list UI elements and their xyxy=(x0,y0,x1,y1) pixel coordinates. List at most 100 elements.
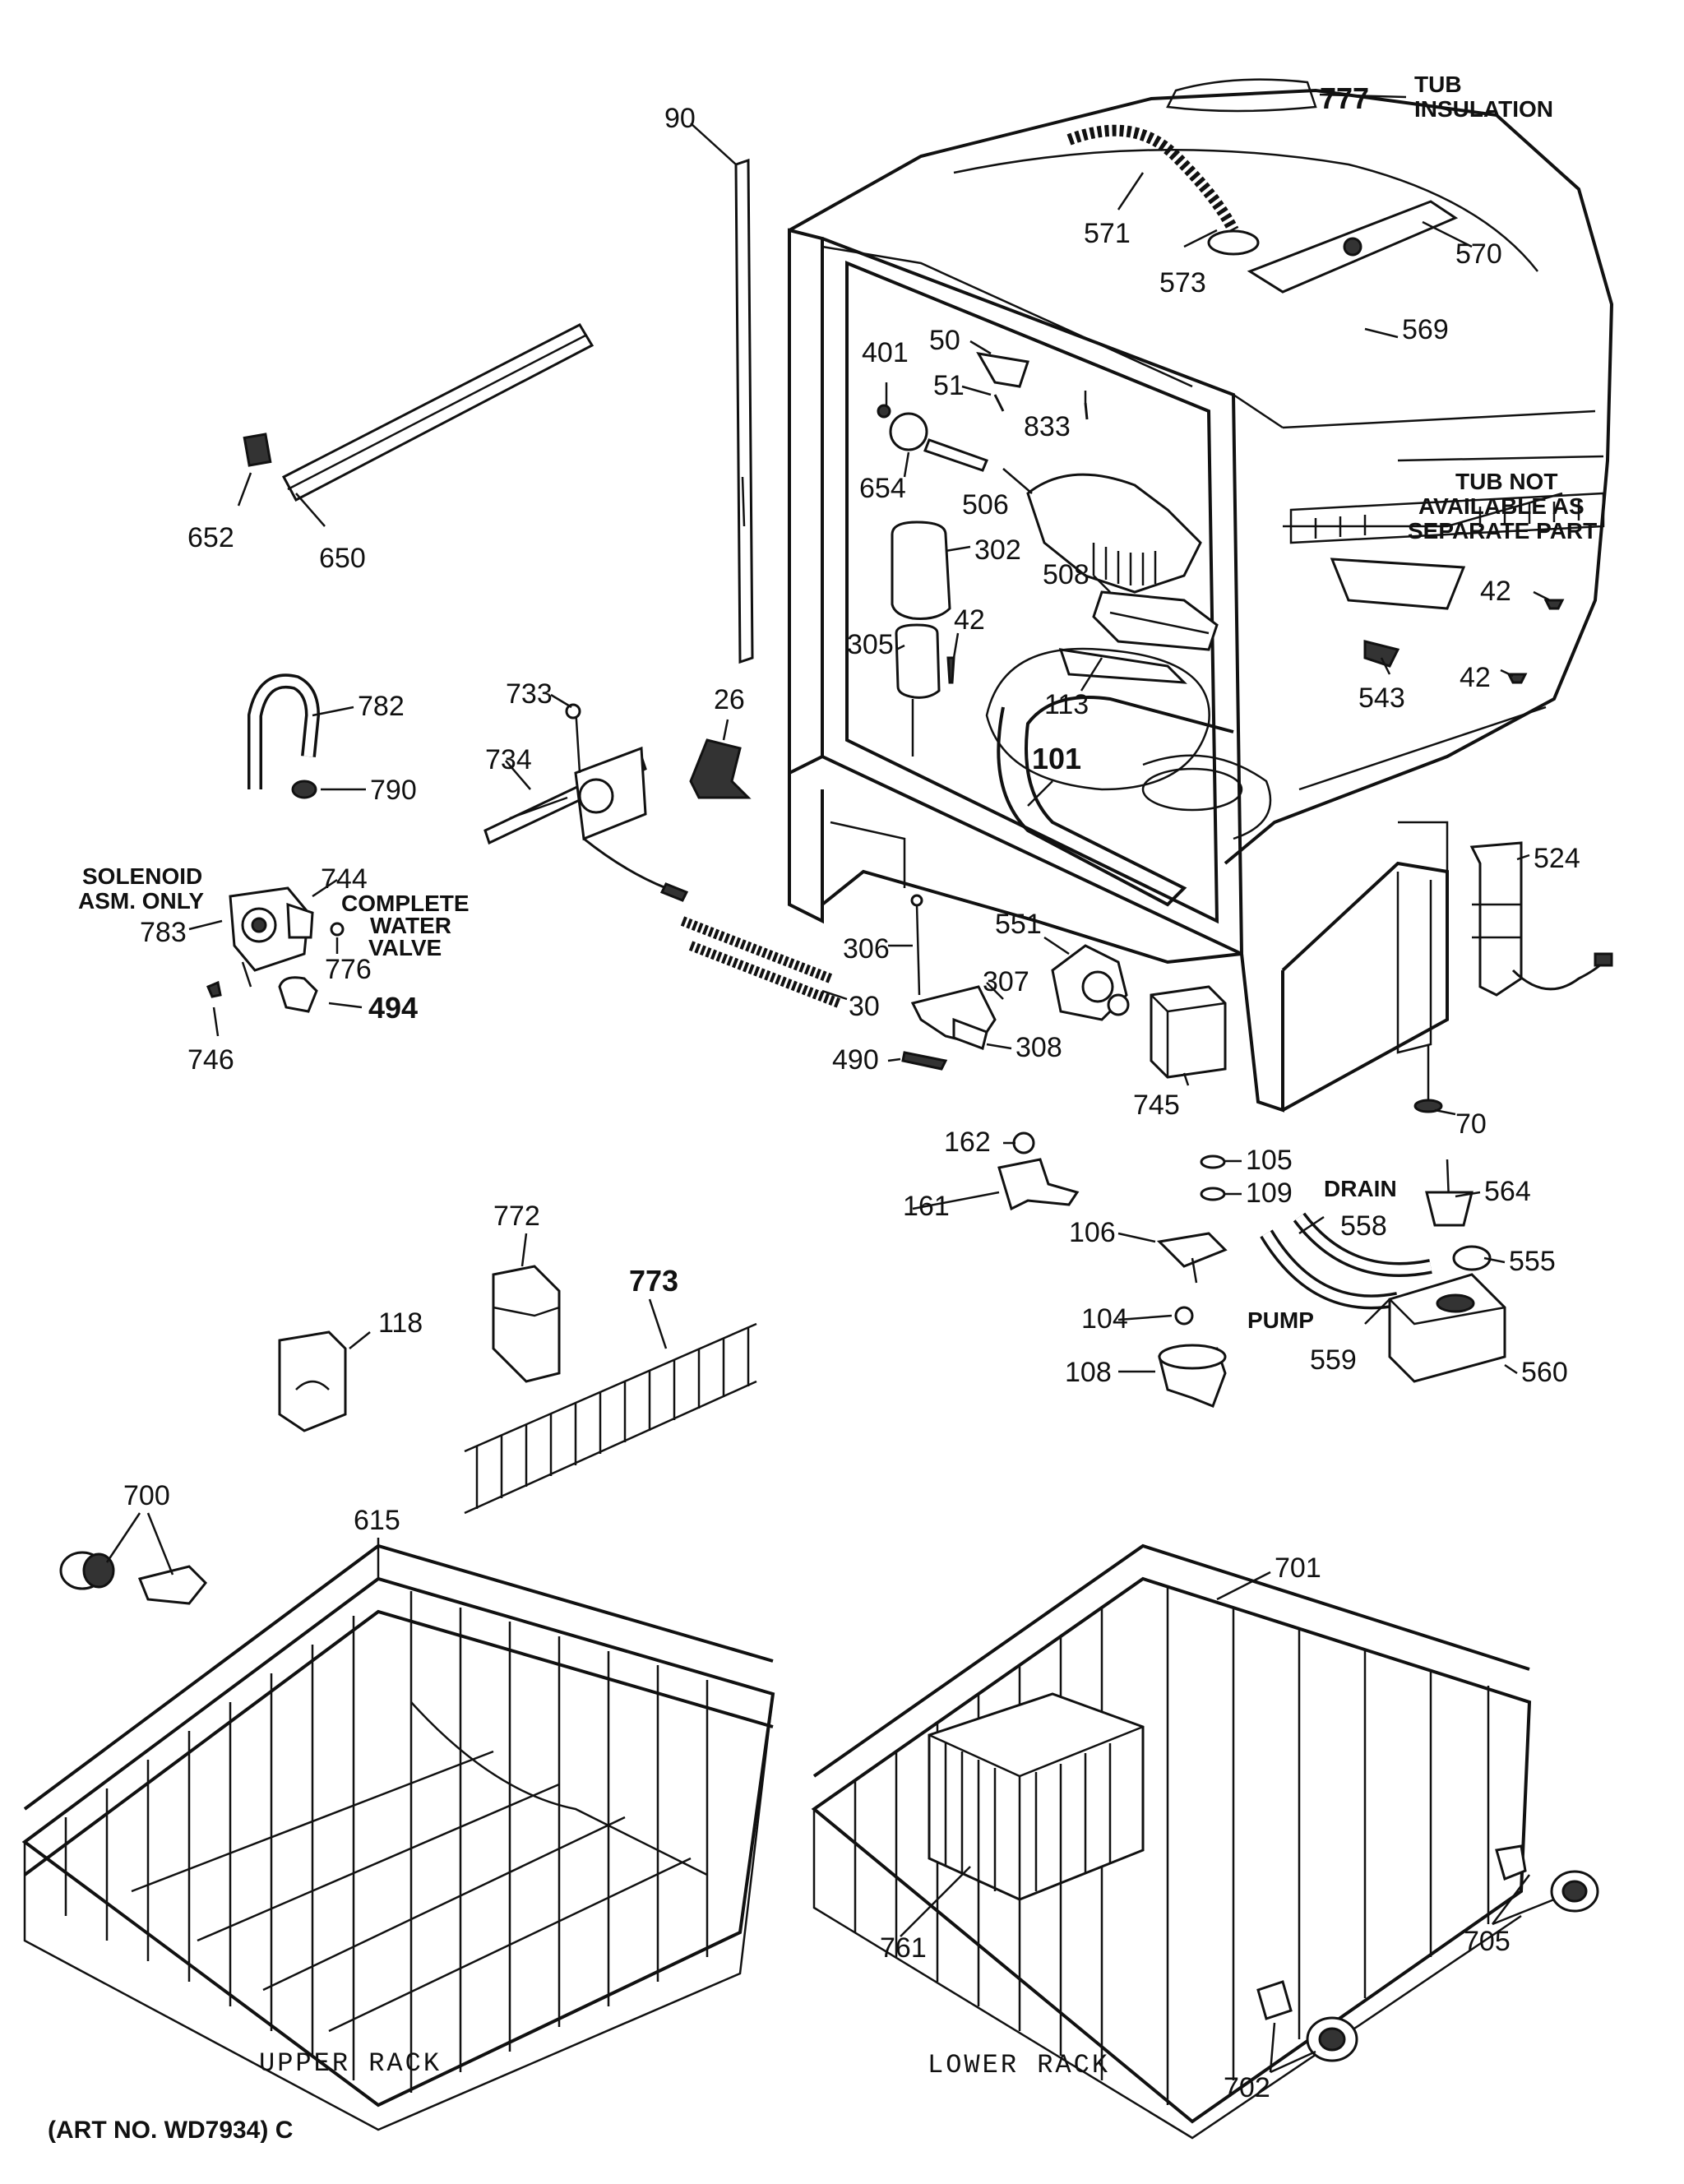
callout-559: 559 xyxy=(1310,1344,1357,1376)
callout-70: 70 xyxy=(1455,1108,1487,1140)
upper-rack-caption: UPPER RACK xyxy=(259,2048,442,2079)
callout-783: 783 xyxy=(140,917,187,948)
callout-773: 773 xyxy=(629,1264,678,1298)
callout-551: 551 xyxy=(995,909,1042,940)
part-161-162 xyxy=(997,1131,1080,1211)
callout-745: 745 xyxy=(1133,1090,1180,1121)
callout-571: 571 xyxy=(1084,218,1131,249)
callout-654: 654 xyxy=(859,473,906,504)
callout-26: 26 xyxy=(714,684,745,715)
callout-101: 101 xyxy=(1032,742,1081,775)
parts-564-555 xyxy=(1425,1159,1492,1271)
washers xyxy=(1200,1154,1226,1201)
dispenser-parts xyxy=(877,352,1202,594)
callout-772: 772 xyxy=(493,1201,540,1232)
callout-50: 50 xyxy=(929,325,960,356)
callout-569: 569 xyxy=(1402,314,1449,345)
valve-551 xyxy=(1051,944,1130,1021)
inlet-hose-782 xyxy=(248,673,321,799)
springs-30 xyxy=(680,916,841,1008)
lower-rack-caption: LOWER RACK xyxy=(928,2050,1110,2080)
callout-508: 508 xyxy=(1043,559,1090,590)
bracket-524 xyxy=(1469,841,1613,997)
tub-note-line3: SEPARATE PART xyxy=(1408,518,1597,544)
callout-833: 833 xyxy=(1024,411,1071,442)
captions: UPPER RACK LOWER RACK (ART NO. WD7934) C xyxy=(48,2048,1110,2144)
pump-label: PUMP xyxy=(1247,1307,1314,1333)
callout-570: 570 xyxy=(1455,238,1502,270)
hinge-26 xyxy=(689,738,752,799)
solenoid-label-line1: SOLENOID xyxy=(82,863,202,889)
callout-109: 109 xyxy=(1246,1178,1293,1209)
rack-parts-772-118 xyxy=(278,1265,561,1432)
callout-307: 307 xyxy=(983,966,1029,997)
callout-506: 506 xyxy=(962,489,1009,521)
callout-113: 113 xyxy=(1044,689,1089,720)
callout-777: 777 xyxy=(1320,81,1369,115)
callout-746: 746 xyxy=(187,1044,234,1076)
callout-564: 564 xyxy=(1484,1176,1531,1207)
callout-305: 305 xyxy=(847,629,894,660)
art-number: (ART NO. WD7934) C xyxy=(48,2117,293,2144)
tub-assembly xyxy=(788,78,1614,1113)
callout-790: 790 xyxy=(370,775,417,806)
wash-arm-508 xyxy=(1058,590,1219,684)
callout-734: 734 xyxy=(485,744,532,775)
complete-valve-line2: WATER xyxy=(370,913,451,938)
callout-650: 650 xyxy=(319,543,366,574)
callout-104: 104 xyxy=(1081,1303,1128,1335)
callout-90: 90 xyxy=(664,103,696,134)
tub-note-line2: AVAILABLE AS xyxy=(1418,493,1585,519)
callout-30: 30 xyxy=(849,991,880,1022)
callout-42-a: 42 xyxy=(954,604,985,636)
water-valve xyxy=(206,886,345,1013)
callout-105: 105 xyxy=(1246,1145,1293,1176)
side-strip-90 xyxy=(734,158,754,664)
callout-776: 776 xyxy=(325,954,372,985)
callout-555: 555 xyxy=(1509,1246,1556,1277)
vent-570 xyxy=(1247,200,1459,294)
callout-161: 161 xyxy=(903,1191,950,1222)
text-labels: TUB INSULATION TUB NOT AVAILABLE AS SEPA… xyxy=(78,72,1597,1333)
switch-parts xyxy=(901,894,997,1071)
rack-tines-773 xyxy=(464,1322,757,1515)
callout-numbers: 777 90 571 573 570 569 401 50 51 833 652… xyxy=(123,81,1580,2103)
callout-524: 524 xyxy=(1534,843,1580,874)
solenoid-label-line2: ASM. ONLY xyxy=(78,888,204,914)
lower-rack xyxy=(811,1543,1532,2140)
callout-401: 401 xyxy=(862,337,909,368)
parts-104-106-108 xyxy=(1156,1232,1228,1408)
leader-lines xyxy=(105,93,1555,2074)
tub-insulation-label-line2: INSULATION xyxy=(1414,96,1553,122)
callout-560: 560 xyxy=(1521,1357,1568,1388)
seal-clip-652 xyxy=(243,433,272,467)
tub-insulation-label-line1: TUB xyxy=(1414,72,1462,97)
door-seal-650 xyxy=(281,323,594,502)
foot-70 xyxy=(1413,1044,1443,1113)
callout-652: 652 xyxy=(187,522,234,553)
upper-rack-wheels-700 xyxy=(59,1551,208,1605)
complete-valve-line1: COMPLETE xyxy=(341,891,470,916)
float-assembly xyxy=(891,521,951,757)
drain-label: DRAIN xyxy=(1324,1176,1397,1201)
callout-573: 573 xyxy=(1159,267,1206,298)
pump-560 xyxy=(1260,1212,1506,1383)
callout-306: 306 xyxy=(843,933,890,965)
callout-782: 782 xyxy=(358,691,405,722)
callout-51: 51 xyxy=(933,370,965,401)
bracket-543 xyxy=(1363,640,1400,668)
callout-543: 543 xyxy=(1358,682,1405,714)
callout-744: 744 xyxy=(321,863,368,895)
callout-108: 108 xyxy=(1065,1357,1112,1388)
callout-118: 118 xyxy=(378,1307,423,1339)
tub-note-line1: TUB NOT xyxy=(1455,469,1557,494)
callout-615: 615 xyxy=(354,1505,400,1536)
bracket-734 xyxy=(483,703,689,902)
fill-hose-571 xyxy=(1066,124,1260,256)
screws-42 xyxy=(946,599,1565,684)
callout-302: 302 xyxy=(974,534,1021,566)
callout-42-c: 42 xyxy=(1460,662,1491,693)
callout-308: 308 xyxy=(1015,1032,1062,1063)
lower-rack-wheels xyxy=(1256,1844,1599,2062)
